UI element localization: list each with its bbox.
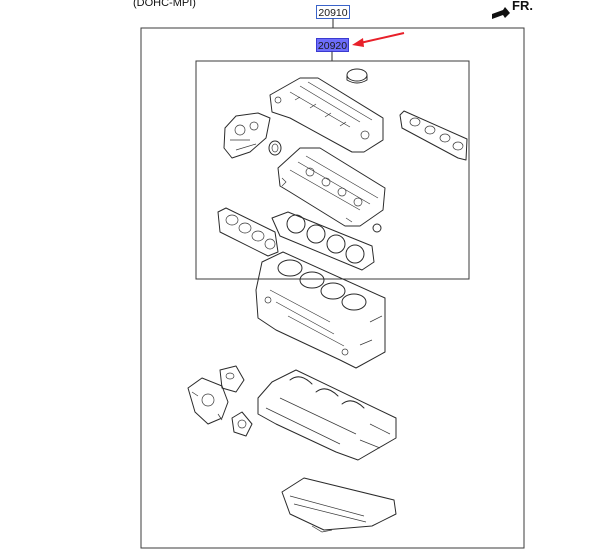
small-seal-ring [372, 223, 382, 233]
oil-pan [281, 477, 397, 533]
cylinder-block [255, 251, 386, 369]
water-outlet-housing [223, 112, 271, 159]
cylinder-head-gasket [271, 211, 375, 271]
front-direction-arrow-icon [492, 7, 510, 19]
callout-leader-lines [331, 18, 334, 62]
cylinder-head [277, 147, 386, 227]
o-ring-seal [268, 140, 282, 156]
thermostat-gasket [231, 411, 253, 437]
cylinder-head-cover [269, 77, 384, 153]
engine-type-label: (DOHC-MPI) [133, 0, 196, 9]
front-direction-label: FR. [512, 0, 533, 13]
red-pointer-arrow-icon [352, 32, 405, 47]
lower-crankcase [257, 369, 397, 461]
head-set-inner-frame [195, 60, 470, 280]
part-callout-20920-highlighted[interactable]: 20920 [316, 38, 349, 52]
assembly-outer-frame [140, 27, 525, 549]
oil-filler-cap [346, 68, 368, 84]
water-pump-gasket [219, 365, 245, 393]
exhaust-manifold-gasket [399, 110, 468, 161]
water-pump [187, 377, 229, 425]
intake-manifold-gasket [217, 207, 279, 257]
